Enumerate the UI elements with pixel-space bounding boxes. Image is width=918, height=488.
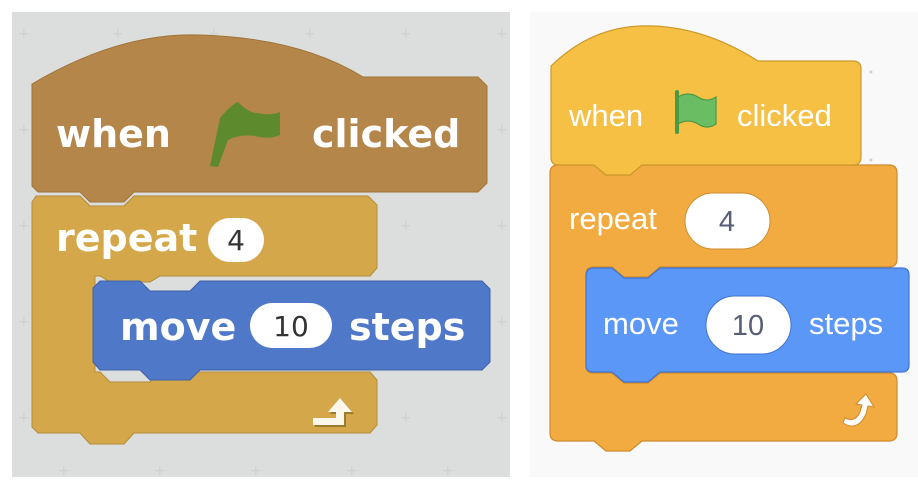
repeat-count-value: 4 xyxy=(719,206,735,238)
clicked-label: clicked xyxy=(312,112,460,156)
svg-text:+: + xyxy=(250,463,262,477)
svg-text:+: + xyxy=(400,26,412,42)
green-flag-icon xyxy=(675,90,717,134)
svg-text:+: + xyxy=(18,314,30,330)
svg-text:+: + xyxy=(208,26,220,42)
svg-text:+: + xyxy=(442,463,454,477)
svg-text:+: + xyxy=(304,26,316,42)
svg-text:+: + xyxy=(18,218,30,234)
grid-dot xyxy=(869,158,873,162)
move-steps-value: 10 xyxy=(273,310,309,343)
clicked-label: clicked xyxy=(737,98,832,133)
when-label: when xyxy=(568,98,643,133)
svg-text:+: + xyxy=(346,463,358,477)
svg-text:+: + xyxy=(496,314,508,330)
scratch2-script-area: + + + + + + + + + + + + + + + + + + + + … xyxy=(12,12,510,477)
move-steps-input[interactable] xyxy=(705,295,792,355)
scratch2-script-svg: + + + + + + + + + + + + + + + + + + + + … xyxy=(18,26,508,477)
svg-text:+: + xyxy=(496,410,508,426)
move-label: move xyxy=(603,306,679,341)
svg-text:+: + xyxy=(496,122,508,138)
svg-text:+: + xyxy=(18,410,30,426)
green-flag-icon xyxy=(210,102,280,167)
repeat-block-shape xyxy=(31,195,378,445)
repeat-label: repeat xyxy=(569,201,657,236)
when-label: when xyxy=(56,112,171,156)
repeat-count-input[interactable] xyxy=(208,218,264,262)
when-flag-clicked-block[interactable]: when clicked xyxy=(31,34,488,203)
repeat-block[interactable]: repeat 4 xyxy=(549,164,898,452)
move-steps-input[interactable] xyxy=(250,303,332,348)
repeat-count-value: 4 xyxy=(227,224,245,257)
svg-text:+: + xyxy=(154,463,166,477)
svg-text:+: + xyxy=(496,218,508,234)
loop-arrow-icon xyxy=(313,398,354,427)
svg-text:+: + xyxy=(18,122,30,138)
loop-arrow-icon xyxy=(842,393,876,427)
move-block[interactable]: move 10 steps xyxy=(92,280,491,381)
when-flag-clicked-block[interactable]: when clicked xyxy=(550,25,862,176)
scratch3-script-svg: repeat 4 move 10 steps when clicked xyxy=(549,25,910,452)
steps-label: steps xyxy=(809,306,883,341)
steps-label: steps xyxy=(349,305,465,349)
scratch3-script-area: repeat 4 move 10 steps when clicked xyxy=(530,12,918,477)
repeat-count-input[interactable] xyxy=(684,192,771,250)
svg-text:+: + xyxy=(496,26,508,42)
grid-marks: + + + + + + + + + + + + + + + + + + + + … xyxy=(18,26,508,477)
svg-text:+: + xyxy=(400,218,412,234)
svg-text:+: + xyxy=(18,26,30,42)
repeat-block[interactable]: repeat 4 xyxy=(31,195,378,445)
move-block[interactable]: move 10 steps xyxy=(585,267,910,383)
move-steps-value: 10 xyxy=(732,310,764,342)
grid-dot xyxy=(869,70,873,74)
move-label: move xyxy=(120,305,236,349)
svg-text:+: + xyxy=(400,410,412,426)
svg-text:+: + xyxy=(112,26,124,42)
repeat-label: repeat xyxy=(56,216,197,260)
svg-text:+: + xyxy=(58,463,70,477)
